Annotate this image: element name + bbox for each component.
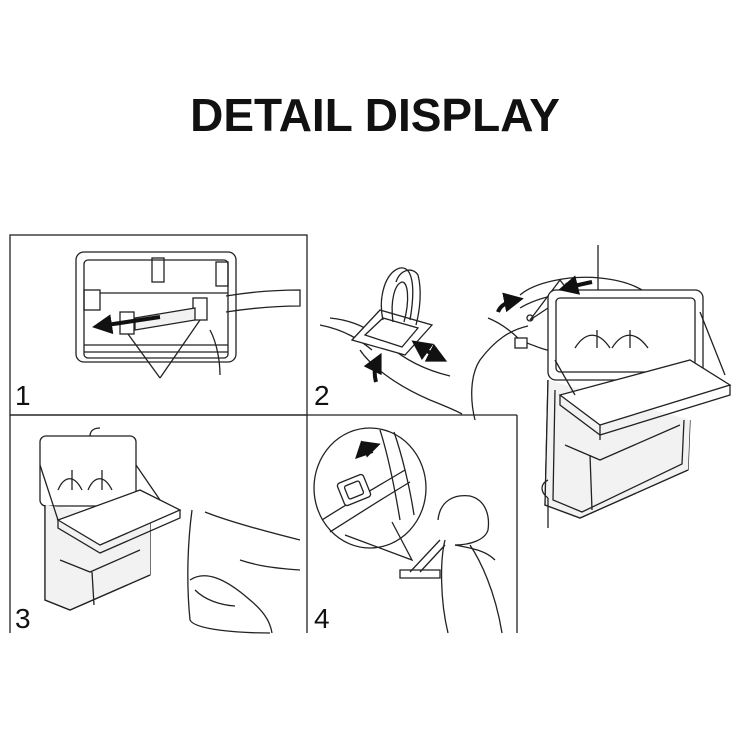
step-number-2: 2 xyxy=(314,380,330,411)
panel-1-illustration xyxy=(75,251,301,379)
step-number-1: 1 xyxy=(15,380,31,411)
step-number-3: 3 xyxy=(15,603,31,634)
hanging-organizer-illustration xyxy=(471,245,732,528)
page-title: DETAIL DISPLAY xyxy=(190,89,560,141)
panel-2-illustration xyxy=(319,267,463,415)
panel-4-illustration xyxy=(313,427,503,634)
panel-3-illustration xyxy=(39,427,301,634)
step-number-4: 4 xyxy=(314,603,330,634)
